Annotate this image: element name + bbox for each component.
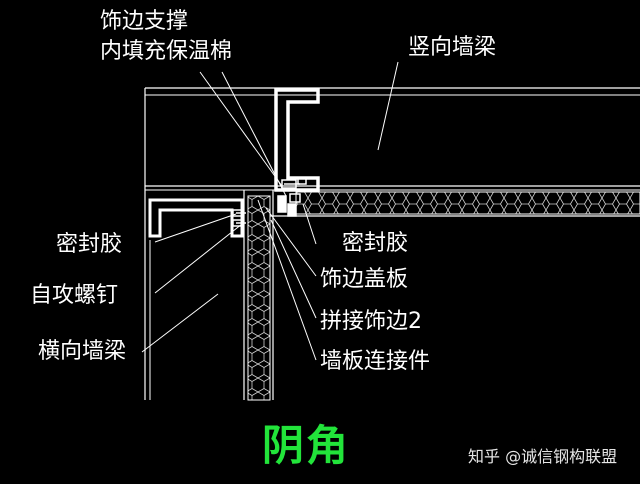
label-insulation-fill: 内填充保温棉 — [100, 39, 233, 64]
label-sealant-right: 密封胶 — [342, 231, 409, 256]
label-trim-cover: 饰边盖板 — [320, 267, 409, 292]
horizontal-wall-beam-outline — [144, 186, 151, 400]
vertical-wall-beam-outline — [144, 87, 640, 186]
label-self-tapping-screw: 自攻螺钉 — [30, 283, 119, 308]
label-vertical-wall-beam: 竖向墙梁 — [408, 35, 497, 60]
diagram-title: 阴角 — [262, 421, 351, 470]
label-sealant-left: 密封胶 — [56, 232, 123, 257]
label-horizontal-wall-beam: 横向墙梁 — [38, 339, 127, 364]
label-trim-support: 饰边支撑 — [100, 9, 189, 34]
screws — [232, 177, 307, 227]
vertical-panel — [243, 190, 274, 401]
left-channel — [148, 198, 244, 238]
horizontal-panel — [145, 185, 640, 217]
leader-lines — [141, 61, 399, 361]
trim-support-channel — [274, 88, 320, 192]
watermark: 知乎 @诚信钢构联盟 — [468, 447, 618, 466]
label-panel-connector: 墙板连接件 — [320, 349, 431, 374]
label-joint-trim-2: 拼接饰边2 — [320, 309, 422, 334]
